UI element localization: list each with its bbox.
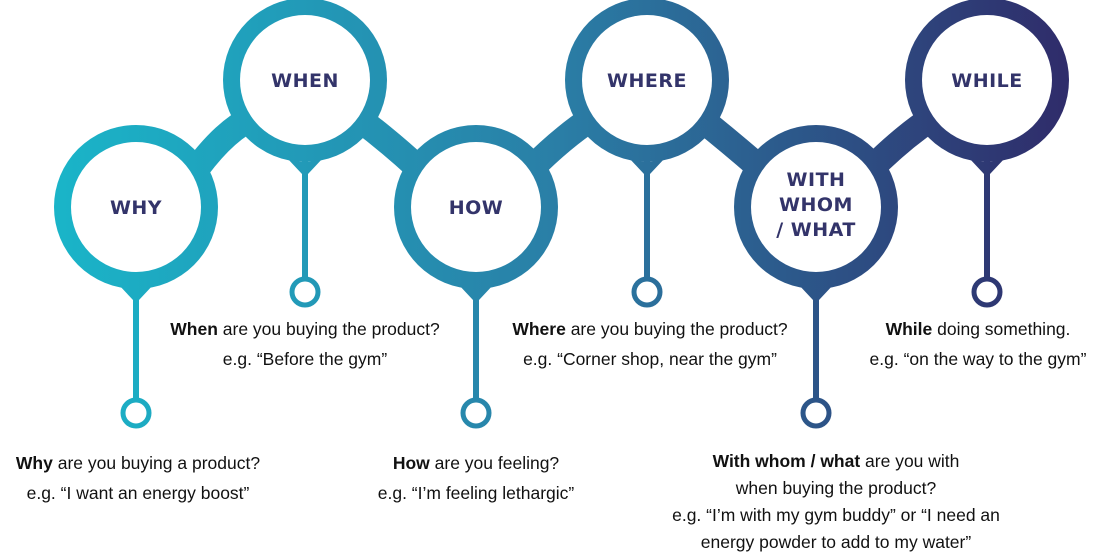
joint-when [287, 158, 323, 174]
caption-where-example: e.g. “Corner shop, near the gym” [523, 349, 777, 369]
caption-withwhom: With whom / what are you with when buyin… [640, 448, 1032, 556]
caption-where: Where are you buying the product? e.g. “… [494, 314, 806, 374]
title-withwhom-line3: / WHAT [776, 219, 856, 241]
joint-while [969, 158, 1005, 174]
joint-where [629, 158, 665, 174]
caption-where-question: Where are you buying the product? [494, 314, 806, 344]
caption-withwhom-question: With whom / what are you with [640, 448, 1032, 475]
stem-end-rings [120, 276, 1003, 429]
inner-where [582, 15, 712, 145]
title-why: WHY [110, 197, 162, 219]
inner-how [411, 142, 541, 272]
caption-how-text: are you feeling? [429, 453, 560, 473]
inner-while [922, 15, 1052, 145]
caption-when-keyword: When [170, 319, 218, 339]
ring-while [971, 276, 1003, 308]
caption-while-question: While doing something. [846, 314, 1110, 344]
caption-withwhom-example: e.g. “I’m with my gym buddy” or “I need … [672, 505, 1000, 525]
caption-while: While doing something. e.g. “on the way … [846, 314, 1110, 374]
caption-where-text: are you buying the product? [565, 319, 788, 339]
title-when: WHEN [271, 70, 339, 92]
joint-how [458, 284, 494, 300]
title-while: WHILE [951, 70, 1023, 92]
ring-where [631, 276, 663, 308]
caption-when: When are you buying the product? e.g. “B… [150, 314, 460, 374]
caption-withwhom-question-line2: when buying the product? [735, 478, 937, 498]
inner-discs [71, 15, 1052, 272]
inner-when [240, 15, 370, 145]
caption-why-question: Why are you buying a product? [0, 448, 276, 478]
caption-where-keyword: Where [512, 319, 566, 339]
caption-while-keyword: While [885, 319, 933, 339]
circle-titles: WHY WHEN HOW WHERE WITH WHOM / WHAT WHIL… [110, 70, 1023, 241]
inner-why [71, 142, 201, 272]
caption-withwhom-text: are you with [860, 451, 960, 471]
stem-joints [118, 158, 1005, 300]
caption-how: How are you feeling? e.g. “I’m feeling l… [346, 448, 606, 508]
caption-why: Why are you buying a product? e.g. “I wa… [0, 448, 276, 508]
title-withwhom-line2: WHOM [779, 194, 853, 216]
caption-how-example: e.g. “I’m feeling lethargic” [377, 483, 575, 503]
caption-why-keyword: Why [15, 453, 53, 473]
caption-when-text: are you buying the product? [217, 319, 440, 339]
ring-why [120, 397, 152, 429]
inner-withwhom [751, 142, 881, 272]
caption-withwhom-example-line2: energy powder to add to my water” [700, 532, 972, 552]
ring-withwhom [800, 397, 832, 429]
caption-withwhom-keyword: With whom / what [712, 451, 861, 471]
caption-when-question: When are you buying the product? [150, 314, 460, 344]
title-how: HOW [449, 197, 504, 219]
title-where: WHERE [607, 70, 687, 92]
caption-why-example: e.g. “I want an energy boost” [26, 483, 250, 503]
caption-how-question: How are you feeling? [346, 448, 606, 478]
ring-when [289, 276, 321, 308]
caption-while-text: doing something. [932, 319, 1071, 339]
joint-why [118, 284, 154, 300]
caption-how-keyword: How [392, 453, 430, 473]
title-withwhom-line1: WITH [787, 169, 846, 191]
ring-how [460, 397, 492, 429]
caption-when-example: e.g. “Before the gym” [222, 349, 388, 369]
joint-withwhom [798, 284, 834, 300]
caption-while-example: e.g. “on the way to the gym” [869, 349, 1087, 369]
caption-why-text: are you buying a product? [52, 453, 261, 473]
